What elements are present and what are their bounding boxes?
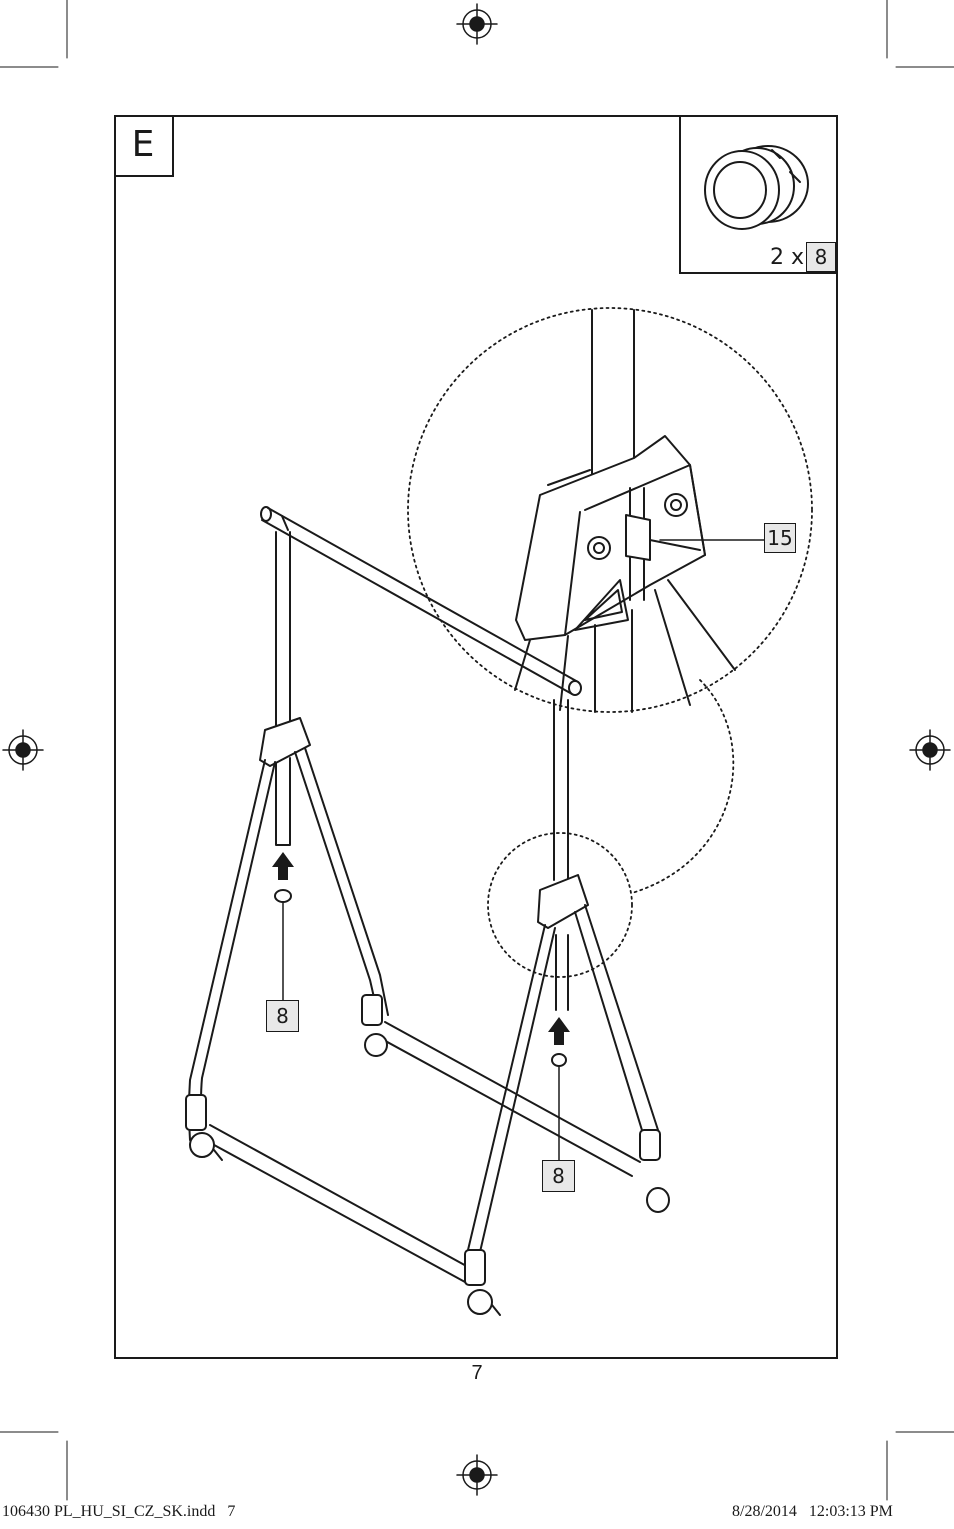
page-number: 7 [471, 1362, 483, 1384]
registration-mark-left [2, 729, 44, 771]
callout-part-8-left: 8 [266, 1000, 299, 1032]
inset-part-number: 8 [806, 242, 836, 272]
registration-mark-right [909, 729, 951, 771]
slug-timestamp: 8/28/2014 12:03:13 PM [732, 1503, 893, 1520]
callout-part-8-right: 8 [542, 1160, 575, 1192]
zoom-detail [407, 307, 813, 978]
callout-part-15: 15 [764, 523, 796, 553]
part-8-cap-icon [704, 145, 809, 230]
insert-arrow-left [272, 852, 294, 1001]
quantity-prefix: 2 x [770, 245, 805, 270]
step-frame [114, 115, 838, 1359]
clothes-rack [185, 506, 670, 1316]
slug-file: 106430 PL_HU_SI_CZ_SK.indd 7 [2, 1503, 236, 1520]
registration-mark-top [456, 3, 498, 45]
parts-inset [679, 115, 838, 274]
step-letter: E [114, 115, 174, 177]
registration-mark-bottom [456, 1454, 498, 1496]
insert-arrow-right [548, 1017, 570, 1161]
